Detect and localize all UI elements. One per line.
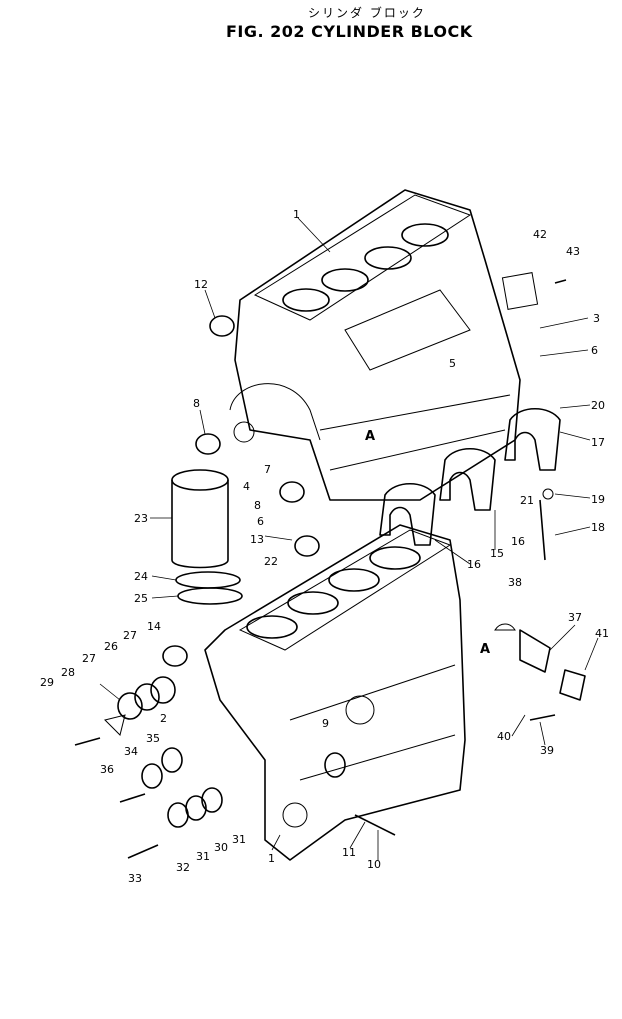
callout-23: 23 xyxy=(134,512,148,525)
callout-18: 18 xyxy=(591,521,605,534)
leader-lines xyxy=(99,217,599,860)
callout-12: 12 xyxy=(194,278,208,291)
main-bearing-caps-upper xyxy=(379,408,561,546)
callout-38: 38 xyxy=(508,576,522,589)
callout-8-upper: 8 xyxy=(193,397,200,410)
cylinder-liner xyxy=(171,469,243,605)
callout-11: 11 xyxy=(342,846,356,859)
callout-7: 7 xyxy=(264,463,271,476)
callout-25: 25 xyxy=(134,592,148,605)
callout-28: 28 xyxy=(61,666,75,679)
callout-26: 26 xyxy=(104,640,118,653)
callout-19: 19 xyxy=(591,493,605,506)
callout-16-right: 16 xyxy=(511,535,525,548)
callout-33: 33 xyxy=(128,872,142,885)
callout-16-lower: 16 xyxy=(467,558,481,571)
callout-6-right: 6 xyxy=(591,344,598,357)
callout-17: 17 xyxy=(591,436,605,449)
callout-39: 39 xyxy=(540,744,554,757)
callout-41: 41 xyxy=(595,627,609,640)
callout-40: 40 xyxy=(497,730,511,743)
callout-29: 29 xyxy=(40,676,54,689)
callout-20: 20 xyxy=(591,399,605,412)
callout-10: 10 xyxy=(367,858,381,871)
callout-8-lower: 8 xyxy=(254,499,261,512)
callout-37: 37 xyxy=(568,611,582,624)
callout-36: 36 xyxy=(100,763,114,776)
diagram-title-jp: シリンダ ブロック xyxy=(308,6,426,20)
view-marker-a-upper: A xyxy=(365,429,375,444)
callout-24: 24 xyxy=(134,570,148,583)
callout-31-right: 31 xyxy=(232,833,246,846)
callout-1-upper: 1 xyxy=(293,208,300,221)
callout-34: 34 xyxy=(124,745,138,758)
callout-9: 9 xyxy=(322,717,329,730)
callout-14: 14 xyxy=(147,620,161,633)
callout-22: 22 xyxy=(264,555,278,568)
callout-35: 35 xyxy=(146,732,160,745)
callout-27-top: 27 xyxy=(123,629,137,642)
callout-31-bottom: 31 xyxy=(196,850,210,863)
callout-13: 13 xyxy=(250,533,264,546)
callout-27-left: 27 xyxy=(82,652,96,665)
small-parts xyxy=(74,272,586,859)
callout-1-lower: 1 xyxy=(268,852,275,865)
callout-6-left: 6 xyxy=(257,515,264,528)
callout-43: 43 xyxy=(566,245,580,258)
callout-42: 42 xyxy=(533,228,547,241)
callout-5: 5 xyxy=(449,357,456,370)
view-marker-a-right: A xyxy=(480,642,490,657)
callout-3: 3 xyxy=(593,312,600,325)
callout-30: 30 xyxy=(214,841,228,854)
callout-2: 2 xyxy=(160,712,167,725)
callout-4: 4 xyxy=(243,480,250,493)
callout-15: 15 xyxy=(490,547,504,560)
upper-cylinder-block xyxy=(229,189,521,501)
callout-21: 21 xyxy=(520,494,534,507)
lower-cylinder-block xyxy=(204,524,466,861)
diagram-title: FIG. 202 CYLINDER BLOCK xyxy=(226,22,473,41)
callout-32: 32 xyxy=(176,861,190,874)
part-number-labels: 1 12 8 7 4 8 6 23 24 25 13 22 14 27 26 2… xyxy=(40,208,609,885)
